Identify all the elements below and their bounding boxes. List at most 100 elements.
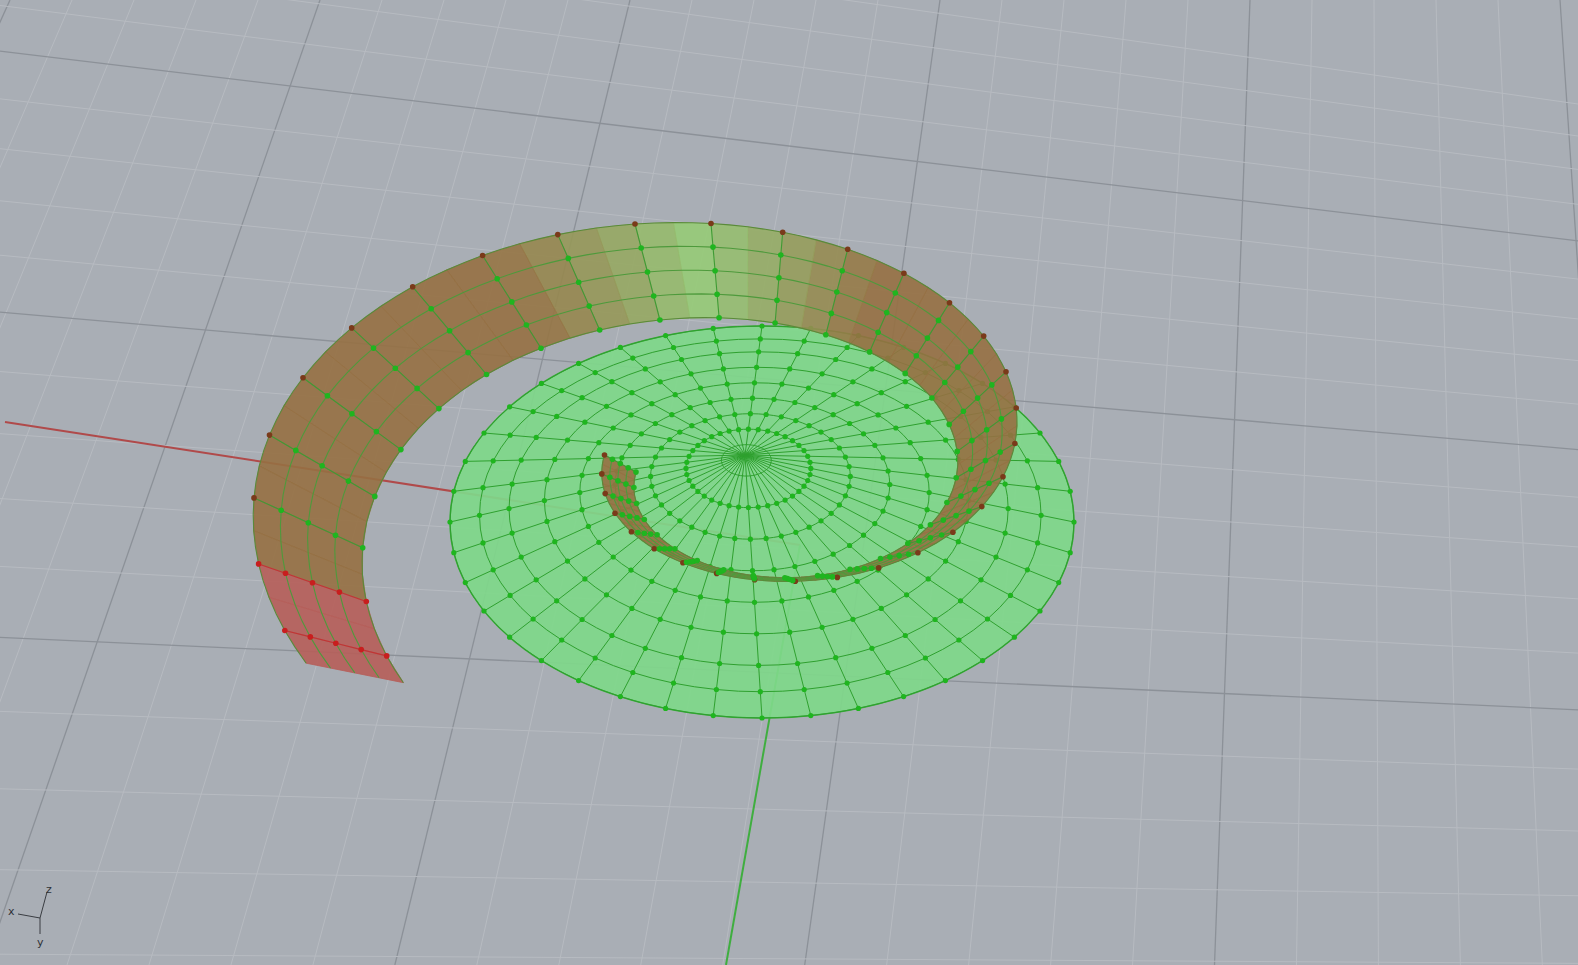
- grid-line: [0, 870, 1578, 896]
- mesh-line: [745, 326, 762, 455]
- mesh-vertex: [829, 511, 834, 516]
- mesh-vertex: [831, 392, 836, 397]
- mesh-vertex: [759, 323, 764, 328]
- mesh-vertex: [958, 598, 963, 603]
- mesh-line: [615, 513, 644, 519]
- mesh-vertex: [783, 498, 788, 503]
- mesh-vertex: [869, 366, 874, 371]
- mesh-vertex: [848, 474, 853, 479]
- mesh-vertex: [659, 445, 664, 450]
- mesh-vertex: [657, 546, 663, 552]
- grid-line: [0, 0, 196, 965]
- mesh-vertex: [812, 559, 817, 564]
- mesh-vertex: [787, 366, 792, 371]
- mesh-vertex: [779, 414, 784, 419]
- mesh-vertex: [717, 414, 722, 419]
- mesh-vertex: [774, 431, 779, 436]
- mesh-vertex: [845, 681, 850, 686]
- mesh-vertex: [609, 379, 614, 384]
- axis-label: x: [8, 906, 15, 917]
- mesh-vertex: [634, 501, 640, 507]
- mesh-vertex: [618, 345, 623, 350]
- mesh-vertex: [690, 484, 695, 489]
- mesh-vertex: [602, 452, 608, 458]
- mesh-vertex: [683, 466, 688, 471]
- mesh-vertex: [267, 432, 273, 438]
- mesh-vertex: [718, 501, 723, 506]
- mesh-vertex: [542, 498, 547, 503]
- mesh-vertex: [837, 445, 842, 450]
- mesh-vertex: [576, 361, 581, 366]
- mesh-vertex: [689, 423, 694, 428]
- mesh-vertex: [634, 515, 640, 521]
- mesh-vertex: [531, 616, 536, 621]
- mesh-vertex: [481, 608, 486, 613]
- mesh-vertex: [830, 574, 836, 580]
- mesh-vertex: [746, 505, 751, 510]
- mesh-line: [745, 455, 1070, 553]
- mesh-line: [483, 256, 541, 349]
- mesh-vertex: [831, 412, 836, 417]
- mesh-vertex: [667, 511, 672, 516]
- mesh-line: [579, 363, 745, 455]
- mesh-vertex: [552, 539, 557, 544]
- mesh-vertex: [481, 430, 486, 435]
- mesh-vertex: [943, 678, 948, 683]
- mesh-vertex: [925, 335, 931, 341]
- mesh-vertex: [667, 546, 673, 552]
- mesh-vertex: [709, 498, 714, 503]
- mesh-vertex: [916, 538, 922, 544]
- mesh-line: [930, 507, 981, 525]
- grid-line: [1215, 0, 1251, 965]
- mesh-vertex: [663, 706, 668, 711]
- mesh-vertex: [908, 440, 913, 445]
- mesh-vertex: [615, 478, 621, 484]
- mesh-vertex: [843, 455, 848, 460]
- mesh-vertex: [986, 480, 992, 486]
- mesh-vertex: [651, 293, 657, 299]
- mesh-vertex: [325, 393, 331, 399]
- axis-icon-x: [18, 914, 40, 918]
- mesh-vertex: [943, 559, 948, 564]
- mesh-line: [541, 455, 745, 661]
- mesh-vertex: [833, 357, 838, 362]
- grid-line: [0, 954, 1578, 963]
- mesh-vertex: [604, 404, 609, 409]
- mesh-vertex: [337, 589, 343, 595]
- mesh-vertex: [609, 633, 614, 638]
- mesh-vertex: [447, 519, 452, 524]
- mesh-vertex: [690, 448, 695, 453]
- mesh-vertex: [748, 537, 753, 542]
- mesh-vertex: [855, 401, 860, 406]
- mesh-vertex: [702, 494, 707, 499]
- mesh-vertex: [688, 625, 693, 630]
- mesh-vertex: [582, 576, 587, 581]
- mesh-vertex: [658, 379, 663, 384]
- mesh-vertex: [586, 303, 592, 309]
- grid-line: [0, 0, 1578, 104]
- mesh-vertex: [643, 646, 648, 651]
- mesh-vertex: [628, 568, 633, 573]
- mesh-vertex: [506, 506, 511, 511]
- mesh-line: [605, 494, 636, 504]
- mesh-vertex: [884, 310, 890, 316]
- mesh-vertex: [611, 554, 616, 559]
- mesh-vertex: [428, 306, 434, 312]
- mesh-vertex: [310, 580, 316, 586]
- mesh-vertex: [447, 328, 453, 334]
- mesh-vertex: [876, 412, 881, 417]
- mesh-vertex: [958, 493, 964, 499]
- mesh-vertex: [635, 530, 641, 536]
- mesh-vertex: [509, 299, 515, 305]
- mesh-vertex: [360, 545, 366, 551]
- mesh-vertex: [806, 386, 811, 391]
- grid-line: [0, 0, 1578, 169]
- mesh-vertex: [463, 459, 468, 464]
- mesh-vertex: [677, 430, 682, 435]
- mesh-vertex: [702, 438, 707, 443]
- mesh-vertex: [596, 440, 601, 445]
- mesh-vertex: [1056, 580, 1061, 585]
- mesh-vertex: [679, 357, 684, 362]
- mesh-vertex: [758, 689, 763, 694]
